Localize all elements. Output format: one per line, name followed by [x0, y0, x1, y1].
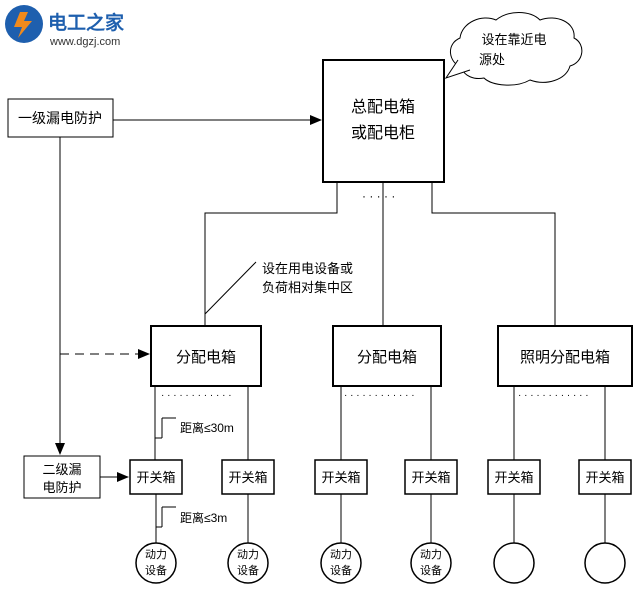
power-device-label-line1: 动力	[145, 548, 167, 561]
dots-under-box-2: · · · · · · · · · · · ·	[344, 390, 415, 401]
power-device	[410, 542, 452, 584]
switch-box	[578, 459, 632, 495]
switch-box-label: 开关箱	[321, 470, 360, 485]
distribution-box-1: 分配电箱	[150, 325, 262, 387]
cloud-text-line2: 源处	[479, 52, 505, 67]
power-device	[135, 542, 177, 584]
switch-box	[221, 459, 275, 495]
dgzj-logo: 电工之家 www.dgzj.com	[0, 0, 135, 52]
main-box-label-line2: 或配电柜	[351, 124, 415, 142]
feeder-lines	[204, 182, 556, 326]
power-device-label-line1: 动力	[237, 548, 259, 561]
distribution-box-2-label: 分配电箱	[357, 349, 417, 366]
dots-under-box-3: · · · · · · · · · · · ·	[518, 390, 589, 401]
switch-box-label: 开关箱	[494, 470, 533, 485]
distribution-box-2: 分配电箱	[332, 325, 442, 387]
annotation-leader	[204, 261, 257, 315]
distance-30-label: 距离≤30m	[180, 420, 234, 435]
power-device-label-line1: 动力	[330, 548, 352, 561]
power-device-label-line2: 设备	[330, 563, 352, 577]
logo-mark-icon	[5, 5, 43, 43]
switch-box-label: 开关箱	[136, 470, 175, 485]
dots-under-box-1: · · · · · · · · · · · ·	[161, 390, 232, 401]
annotation-line1: 设在用电设备或	[262, 261, 353, 276]
power-device	[227, 542, 269, 584]
lighting-distribution-box-label: 照明分配电箱	[520, 349, 610, 366]
level2-protection-box: 二级漏 电防护	[23, 455, 101, 499]
main-distribution-box: 总配电箱 或配电柜	[322, 59, 445, 183]
cloud-text-line1: 设在靠近电	[481, 32, 546, 47]
switch-box-label: 开关箱	[585, 470, 624, 485]
logo-url: www.dgzj.com	[49, 36, 120, 48]
level1-protection-label: 一级漏电防护	[18, 110, 102, 126]
main-box-ellipsis: · · · · ·	[362, 189, 395, 203]
switch-box-label: 开关箱	[411, 470, 450, 485]
cloud-callout: 设在靠近电 源处	[444, 12, 583, 86]
power-device	[493, 542, 535, 584]
power-device-label-line2: 设备	[145, 563, 167, 577]
switch-boxes: 开关箱 开关箱 开关箱 开关箱 开关箱 开关箱	[129, 459, 632, 495]
branch-lines	[154, 386, 606, 460]
level1-protection-box: 一级漏电防护	[7, 98, 114, 138]
power-device-label-line2: 设备	[237, 563, 259, 577]
device-lines	[155, 494, 606, 543]
power-device	[320, 542, 362, 584]
power-device-label-line1: 动力	[420, 548, 442, 561]
switch-box	[314, 459, 368, 495]
logo-name: 电工之家	[48, 11, 125, 34]
distribution-box-1-label: 分配电箱	[176, 349, 236, 366]
distance-3-label: 距离≤3m	[180, 510, 227, 525]
annotation-line2: 负荷相对集中区	[262, 280, 353, 295]
switch-box-label: 开关箱	[228, 470, 267, 485]
power-device-label-line2: 设备	[420, 563, 442, 577]
level2-protection-label-line2: 电防护	[42, 480, 81, 495]
power-devices: 动力 设备 动力 设备 动力 设备 动力 设备	[135, 542, 626, 584]
level2-protection-label-line1: 二级漏	[42, 462, 81, 477]
switch-box	[404, 459, 458, 495]
main-box-label-line1: 总配电箱	[351, 98, 415, 116]
lighting-distribution-box: 照明分配电箱	[497, 325, 633, 387]
power-device	[584, 542, 626, 584]
